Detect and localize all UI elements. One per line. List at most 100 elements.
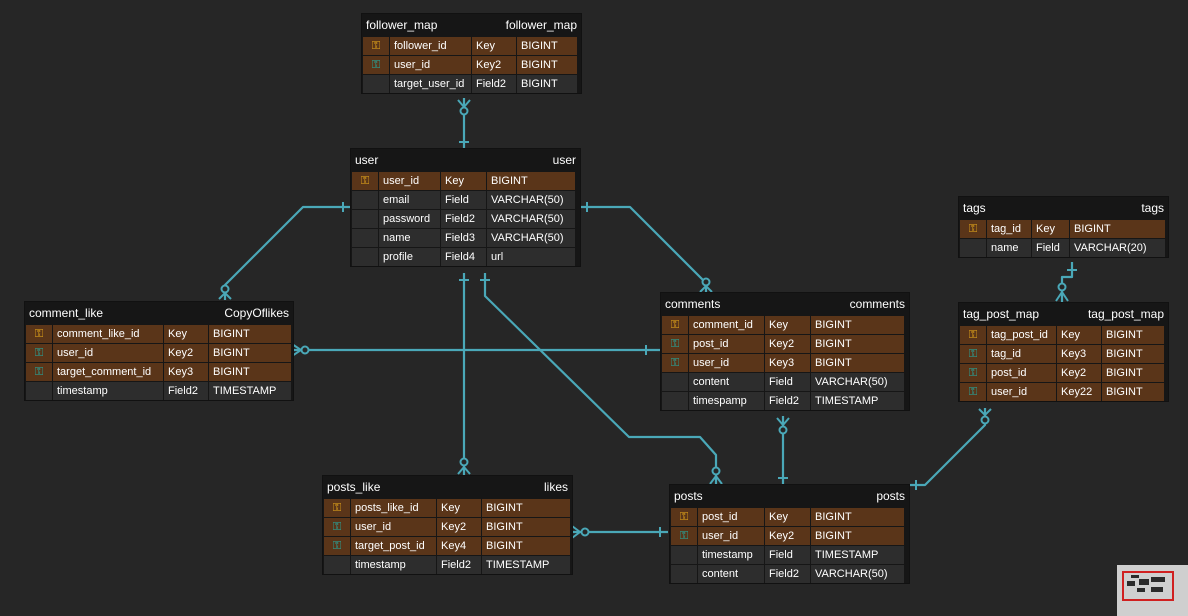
crowfoot-circle — [220, 284, 230, 294]
table-row[interactable]: content Field VARCHAR(50) — [661, 372, 909, 391]
field-kind: Key2 — [164, 344, 208, 362]
field-kind: Key — [765, 508, 810, 526]
field-kind: Key — [437, 499, 481, 517]
table-name: tags — [963, 201, 986, 215]
table-row[interactable]: name Field VARCHAR(20) — [959, 238, 1168, 257]
foreign-key-icon: ⚿ — [324, 537, 350, 555]
table-follower-map[interactable]: follower_map follower_map ⚿ follower_id … — [361, 13, 582, 94]
table-row[interactable]: timestamp Field TIMESTAMP — [670, 545, 909, 564]
table-name: follower_map — [366, 18, 438, 32]
minimap-viewport[interactable] — [1122, 571, 1174, 601]
table-tags[interactable]: tags tags ⚿ tag_id Key BIGINT name Field… — [958, 196, 1169, 258]
field-type: BIGINT — [811, 527, 904, 545]
field-type: VARCHAR(50) — [811, 373, 904, 391]
table-row[interactable]: timestamp Field2 TIMESTAMP — [25, 381, 293, 400]
field-kind: Field2 — [441, 210, 486, 228]
field-type: VARCHAR(20) — [1070, 239, 1165, 257]
table-row[interactable]: ⚿ post_id Key BIGINT — [670, 507, 909, 526]
table-row[interactable]: ⚿ tag_post_id Key BIGINT — [959, 325, 1168, 344]
table-row[interactable]: ⚿ user_id Key3 BIGINT — [661, 353, 909, 372]
field-name: user_id — [698, 527, 764, 545]
table-row[interactable]: ⚿ user_id Key2 BIGINT — [362, 55, 581, 74]
crowfoot — [1055, 290, 1069, 302]
table-row[interactable]: ⚿ follower_id Key BIGINT — [362, 36, 581, 55]
table-header[interactable]: tag_post_map tag_post_map — [959, 303, 1168, 325]
field-kind: Field — [765, 546, 810, 564]
table-header[interactable]: tags tags — [959, 197, 1168, 219]
field-kind: Key — [1057, 326, 1101, 344]
table-row[interactable]: ⚿ target_comment_id Key3 BIGINT — [25, 362, 293, 381]
field-name: name — [379, 229, 440, 247]
crowfoot-circle — [459, 457, 469, 467]
field-name: post_id — [698, 508, 764, 526]
table-row[interactable]: ⚿ user_id Key2 BIGINT — [323, 517, 572, 536]
field-kind: Key — [441, 172, 486, 190]
field-name: profile — [379, 248, 440, 266]
table-alias: tags — [1141, 201, 1164, 215]
table-user[interactable]: user user ⚿ user_id Key BIGINT email Fie… — [350, 148, 581, 267]
crowfoot-circle — [580, 527, 590, 537]
table-row[interactable]: ⚿ post_id Key2 BIGINT — [959, 363, 1168, 382]
field-type: BIGINT — [517, 56, 577, 74]
table-row[interactable]: password Field2 VARCHAR(50) — [351, 209, 580, 228]
table-row[interactable]: ⚿ post_id Key2 BIGINT — [661, 334, 909, 353]
table-header[interactable]: user user — [351, 149, 580, 171]
table-header[interactable]: follower_map follower_map — [362, 14, 581, 36]
table-row[interactable]: ⚿ target_post_id Key4 BIGINT — [323, 536, 572, 555]
table-tag-post-map[interactable]: tag_post_map tag_post_map ⚿ tag_post_id … — [958, 302, 1169, 402]
table-row[interactable]: ⚿ posts_like_id Key BIGINT — [323, 498, 572, 517]
rel-user-posts — [483, 273, 718, 484]
table-row[interactable]: ⚿ tag_id Key BIGINT — [959, 219, 1168, 238]
field-name: tag_post_id — [987, 326, 1056, 344]
field-name: user_id — [53, 344, 163, 362]
table-posts-like[interactable]: posts_like likes ⚿ posts_like_id Key BIG… — [322, 475, 573, 575]
table-row[interactable]: content Field2 VARCHAR(50) — [670, 564, 909, 583]
field-kind: Key — [1032, 220, 1069, 238]
crowfoot — [291, 343, 303, 357]
table-alias: CopyOflikes — [224, 306, 289, 320]
table-header[interactable]: comments comments — [661, 293, 909, 315]
table-posts[interactable]: posts posts ⚿ post_id Key BIGINT ⚿ user_… — [669, 484, 910, 584]
table-name: user — [355, 153, 379, 167]
field-type: url — [487, 248, 575, 266]
table-row[interactable]: email Field VARCHAR(50) — [351, 190, 580, 209]
field-name: tag_id — [987, 345, 1056, 363]
primary-key-icon: ⚿ — [960, 326, 986, 344]
foreign-key-icon: ⚿ — [671, 527, 697, 545]
field-type: BIGINT — [482, 518, 570, 536]
table-row[interactable]: ⚿ tag_id Key3 BIGINT — [959, 344, 1168, 363]
table-row[interactable]: ⚿ user_id Key2 BIGINT — [670, 526, 909, 545]
table-header[interactable]: posts posts — [670, 485, 909, 507]
table-row[interactable]: profile Field4 url — [351, 247, 580, 266]
table-comments[interactable]: comments comments ⚿ comment_id Key BIGIN… — [660, 292, 910, 411]
field-kind: Key2 — [765, 335, 810, 353]
field-kind: Field2 — [472, 75, 516, 93]
table-row[interactable]: ⚿ user_id Key2 BIGINT — [25, 343, 293, 362]
field-kind: Key — [472, 37, 516, 55]
table-row[interactable]: ⚿ user_id Key22 BIGINT — [959, 382, 1168, 401]
foreign-key-icon: ⚿ — [960, 383, 986, 401]
field-type: VARCHAR(50) — [487, 210, 575, 228]
field-name: comment_like_id — [53, 325, 163, 343]
foreign-key-icon: ⚿ — [363, 56, 389, 74]
field-type: BIGINT — [1102, 326, 1164, 344]
field-kind: Key2 — [472, 56, 516, 74]
table-row[interactable]: name Field3 VARCHAR(50) — [351, 228, 580, 247]
table-row[interactable]: timespamp Field2 TIMESTAMP — [661, 391, 909, 410]
primary-key-icon: ⚿ — [671, 508, 697, 526]
field-type: BIGINT — [1102, 345, 1164, 363]
minimap[interactable] — [1117, 565, 1188, 616]
table-comment-like[interactable]: comment_like CopyOflikes ⚿ comment_like_… — [24, 301, 294, 401]
table-header[interactable]: posts_like likes — [323, 476, 572, 498]
table-row[interactable]: target_user_id Field2 BIGINT — [362, 74, 581, 93]
table-name: posts — [674, 489, 703, 503]
table-header[interactable]: comment_like CopyOflikes — [25, 302, 293, 324]
table-row[interactable]: timestamp Field2 TIMESTAMP — [323, 555, 572, 574]
field-kind: Key — [164, 325, 208, 343]
table-row[interactable]: ⚿ comment_id Key BIGINT — [661, 315, 909, 334]
table-row[interactable]: ⚿ user_id Key BIGINT — [351, 171, 580, 190]
crowfoot — [978, 408, 992, 417]
crowfoot — [571, 525, 582, 539]
crowfoot — [709, 474, 723, 485]
table-row[interactable]: ⚿ comment_like_id Key BIGINT — [25, 324, 293, 343]
